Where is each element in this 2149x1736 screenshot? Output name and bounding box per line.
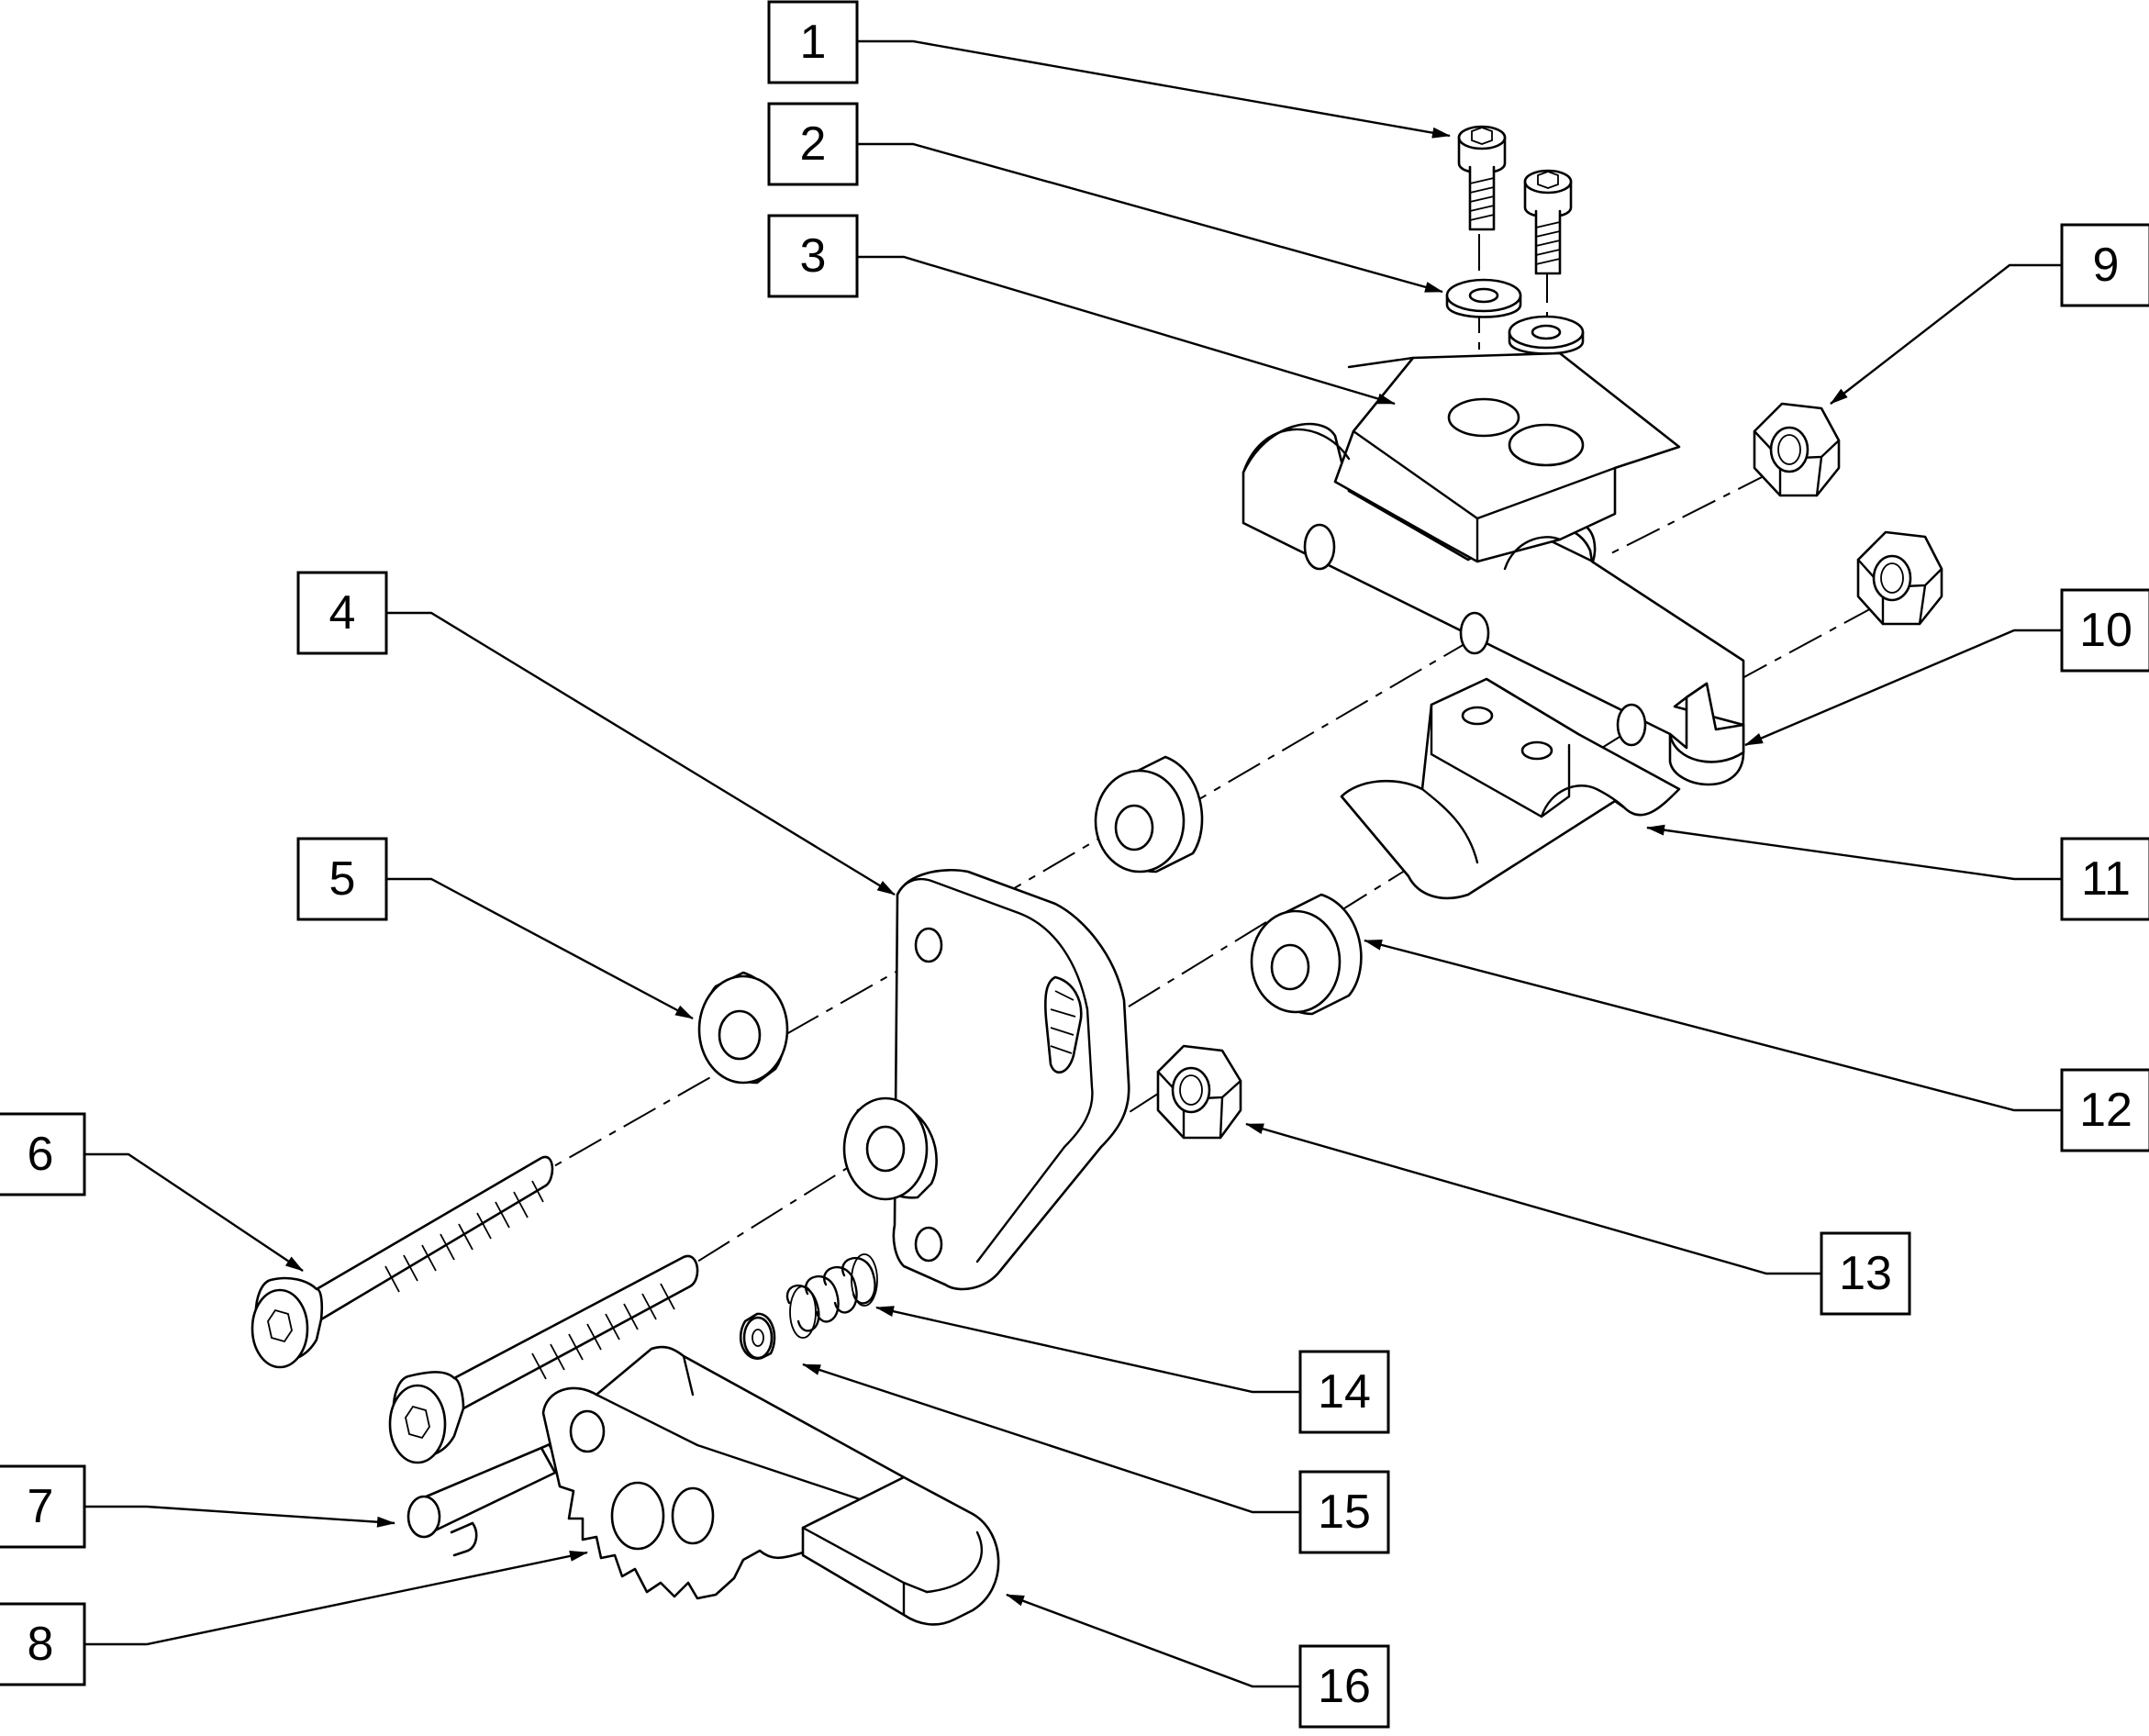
part-1-screws (1457, 125, 1573, 275)
leader-7 (84, 1505, 395, 1528)
part-16-lever (541, 1345, 1000, 1626)
leader-8 (84, 1551, 588, 1646)
svg-text:1: 1 (800, 16, 827, 69)
leader-4 (386, 611, 896, 896)
callout-10: 10 (2060, 588, 2149, 673)
callout-9: 9 (2060, 223, 2149, 307)
part-12-spacers (1094, 755, 1363, 1016)
callout-4: 4 (296, 571, 388, 655)
svg-text:4: 4 (329, 586, 356, 640)
leader-1 (857, 39, 1451, 139)
leader-10 (1744, 629, 2062, 747)
part-3-upper-clamp (1242, 351, 1745, 786)
callout-8: 8 (0, 1602, 86, 1686)
callout-11: 11 (2060, 837, 2149, 921)
svg-text:12: 12 (2079, 1084, 2132, 1137)
svg-text:5: 5 (329, 852, 356, 906)
leader-2 (857, 142, 1443, 294)
part-13-nut (1156, 1044, 1242, 1140)
leader-13 (1245, 1122, 1821, 1275)
svg-text:10: 10 (2079, 604, 2132, 657)
callout-3: 3 (767, 214, 859, 298)
svg-text:2: 2 (800, 117, 827, 171)
part-14-spring (785, 1253, 878, 1339)
callout-15: 15 (1298, 1470, 1390, 1554)
callout-7: 7 (0, 1464, 86, 1549)
part-15-small-washer (740, 1312, 776, 1360)
part-bolt-short (388, 1254, 699, 1464)
part-5-washer (697, 971, 789, 1085)
callout-1: 1 (767, 0, 859, 84)
leader-9 (1830, 263, 2062, 405)
part-2-washers (1445, 278, 1585, 355)
svg-text:16: 16 (1318, 1660, 1371, 1713)
svg-text:14: 14 (1318, 1365, 1371, 1419)
part-4-plate (842, 868, 1130, 1291)
svg-text:11: 11 (2081, 852, 2131, 906)
callout-14: 14 (1298, 1350, 1390, 1434)
callout-16: 16 (1298, 1644, 1390, 1729)
leader-16 (1006, 1593, 1300, 1688)
leader-5 (386, 877, 694, 1020)
leader-12 (1364, 939, 2062, 1112)
svg-text:13: 13 (1839, 1247, 1892, 1300)
leader-6 (84, 1152, 304, 1272)
leader-lines (84, 39, 2062, 1688)
part-10-nut (1856, 530, 1943, 626)
svg-text:9: 9 (2093, 239, 2120, 292)
part-11-lower-clamp (1340, 677, 1681, 900)
callout-13: 13 (1820, 1231, 1911, 1316)
part-9-nut (1753, 402, 1841, 497)
leader-11 (1646, 824, 2062, 881)
svg-text:6: 6 (28, 1128, 54, 1181)
svg-text:3: 3 (800, 229, 827, 283)
callout-5: 5 (296, 837, 388, 921)
leader-14 (875, 1306, 1300, 1394)
svg-text:15: 15 (1318, 1486, 1371, 1539)
svg-text:8: 8 (28, 1618, 54, 1671)
leader-3 (857, 255, 1396, 406)
part-6-long-bolt (251, 1155, 554, 1369)
leader-15 (802, 1363, 1300, 1514)
svg-text:7: 7 (28, 1480, 54, 1533)
callout-12: 12 (2060, 1068, 2149, 1152)
callout-2: 2 (767, 102, 859, 186)
callout-6: 6 (0, 1112, 86, 1196)
